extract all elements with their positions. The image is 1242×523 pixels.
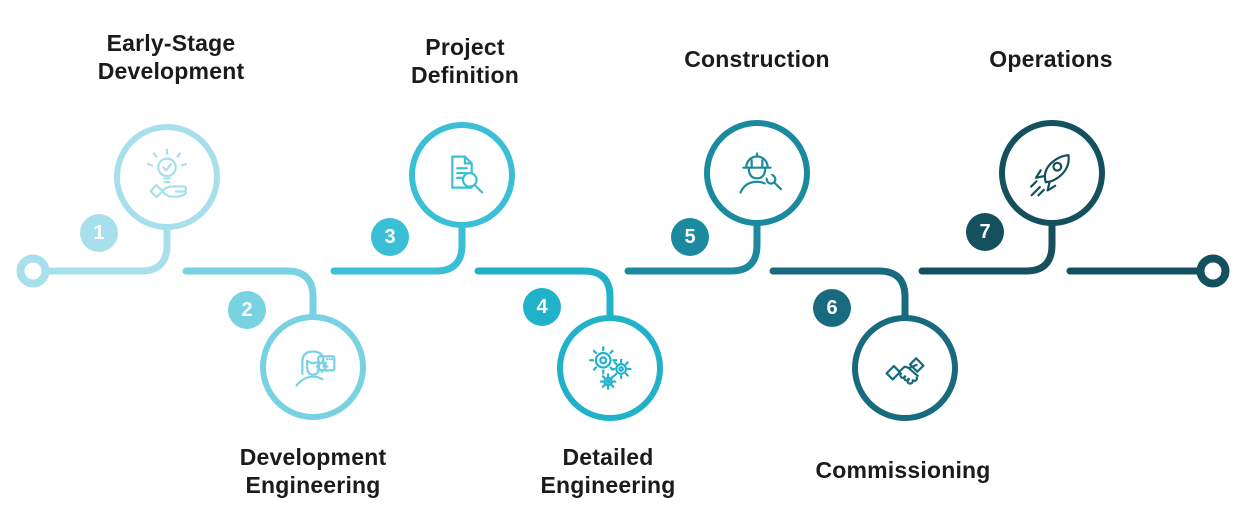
construction-worker-icon: [726, 142, 788, 204]
idea-hand-icon: [136, 146, 198, 208]
stage-icon-circle: [852, 315, 958, 421]
document-search-icon: [431, 144, 493, 206]
rocket-icon: [1021, 142, 1083, 204]
stage-label: Development Engineering: [239, 444, 387, 498]
stage-label: Early-Stage Development: [97, 30, 245, 84]
stage-number-badge: 4: [523, 288, 561, 326]
stage-number-badge: 3: [371, 218, 409, 256]
connector-segment-3: [330, 222, 466, 275]
stage-label: Detailed Engineering: [540, 444, 676, 498]
connector-segment-4: [474, 267, 614, 321]
stage-number-badge: 2: [228, 291, 266, 329]
connector-segment-6: [769, 267, 909, 321]
stage-label: Operations: [989, 46, 1113, 72]
stage-icon-circle: [557, 315, 663, 421]
connector-segment-7: [918, 220, 1056, 275]
stage-label: Project Definition: [410, 34, 520, 88]
stage-icon-circle: [260, 314, 366, 420]
stage-label: Commissioning: [815, 457, 991, 483]
connector-segment-5: [624, 220, 761, 275]
stage-icon-circle: [999, 120, 1105, 226]
stage-icon-circle: [114, 124, 220, 230]
stage-icon-circle: [704, 120, 810, 226]
timeline-end-node: [1196, 254, 1230, 288]
stage-number-badge: 5: [671, 218, 709, 256]
stage-number-badge: 1: [80, 214, 118, 252]
engineer-person-icon: [282, 336, 344, 398]
timeline-start-node: [16, 254, 50, 288]
connector-segment-1: [44, 223, 171, 275]
stage-icon-circle: [409, 122, 515, 228]
connector-segment-2: [182, 267, 317, 320]
gears-icon: [579, 337, 641, 399]
stage-number-badge: 6: [813, 289, 851, 327]
stage-label: Construction: [684, 46, 830, 72]
stage-number-badge: 7: [966, 213, 1004, 251]
handshake-icon: [874, 337, 936, 399]
